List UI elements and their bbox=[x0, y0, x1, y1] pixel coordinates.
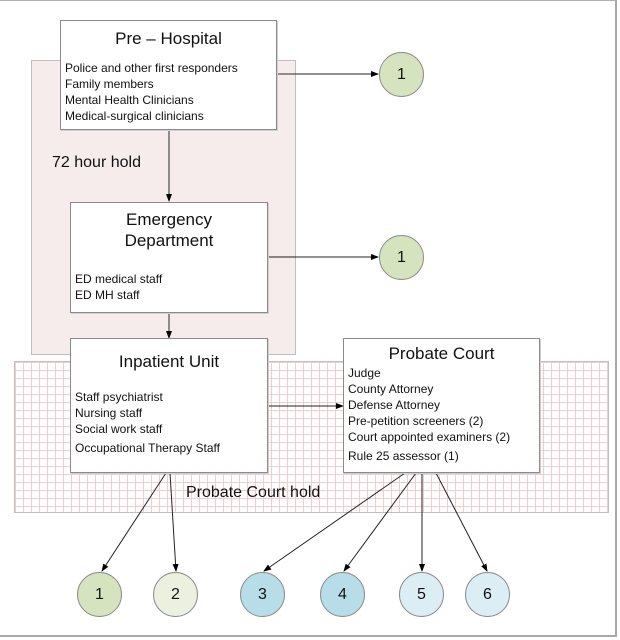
emergency-department-title-line2: Department bbox=[124, 231, 214, 250]
inpatient-unit-box: Inpatient Unit Staff psychiatrist Nursin… bbox=[70, 338, 268, 473]
zone-label-72-hour-hold: 72 hour hold bbox=[52, 154, 141, 171]
outcome-node-4: 4 bbox=[320, 572, 365, 617]
pre-hospital-box: Pre – Hospital Police and other first re… bbox=[60, 20, 277, 130]
outcome-node-label: 4 bbox=[338, 585, 347, 603]
outcome-node-1: 1 bbox=[77, 572, 122, 617]
probate-court-item: County Attorney bbox=[348, 382, 434, 396]
probate-court-item: Defense Attorney bbox=[348, 398, 441, 412]
outcome-node-label: 1 bbox=[397, 248, 406, 266]
probate-court-item: Judge bbox=[348, 366, 381, 380]
inpatient-unit-title: Inpatient Unit bbox=[118, 352, 220, 371]
outcome-node-label: 5 bbox=[417, 585, 426, 603]
pre-hospital-title: Pre – Hospital bbox=[115, 29, 222, 48]
emergency-department-box: Emergency Department ED medical staff ED… bbox=[70, 202, 268, 313]
outcome-node-5: 5 bbox=[399, 572, 444, 617]
inpatient-unit-item: Social work staff bbox=[75, 422, 163, 436]
probate-court-title: Probate Court bbox=[388, 344, 495, 363]
inpatient-unit-item: Nursing staff bbox=[75, 406, 143, 420]
outcome-node-label: 1 bbox=[95, 585, 104, 603]
zone-label-probate-court-hold: Probate Court hold bbox=[186, 484, 321, 501]
outcome-node-label: 3 bbox=[258, 585, 267, 603]
pre-hospital-item: Mental Health Clinicians bbox=[65, 93, 194, 107]
outcome-node-6: 6 bbox=[465, 572, 510, 617]
outcome-node-label: 2 bbox=[171, 585, 180, 603]
emergency-department-item: ED MH staff bbox=[75, 288, 140, 302]
inpatient-unit-item: Occupational Therapy Staff bbox=[75, 441, 220, 455]
pre-hospital-item: Police and other first responders bbox=[65, 61, 238, 75]
outcome-node-3: 3 bbox=[240, 572, 285, 617]
outcome-node-ed: 1 bbox=[379, 235, 424, 280]
probate-court-item: Pre-petition screeners (2) bbox=[348, 414, 484, 428]
outcome-node-label: 6 bbox=[483, 585, 492, 603]
pre-hospital-item: Medical-surgical clinicians bbox=[65, 109, 204, 123]
inpatient-unit-item: Staff psychiatrist bbox=[75, 390, 163, 404]
pre-hospital-item: Family members bbox=[65, 77, 154, 91]
outcome-node-prehospital: 1 bbox=[379, 52, 424, 97]
probate-court-item: Rule 25 assessor (1) bbox=[348, 449, 459, 463]
emergency-department-item: ED medical staff bbox=[75, 272, 163, 286]
emergency-department-title-line1: Emergency bbox=[126, 210, 212, 229]
outcome-node-label: 1 bbox=[397, 65, 406, 83]
outcome-node-2: 2 bbox=[153, 572, 198, 617]
probate-court-item: Court appointed examiners (2) bbox=[348, 430, 511, 444]
probate-court-box: Probate Court Judge County Attorney Defe… bbox=[343, 338, 540, 473]
